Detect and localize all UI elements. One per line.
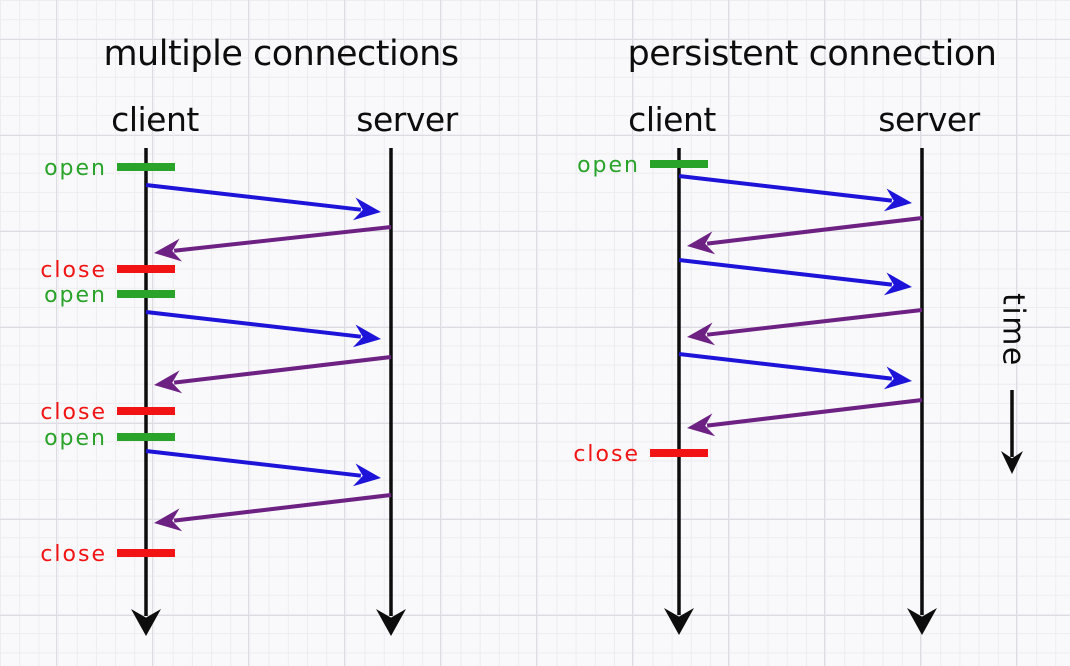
close-marker: [117, 407, 175, 415]
response-arrow-shaft: [706, 398, 923, 428]
server-lifeline-arrowhead: [376, 609, 406, 636]
client-lifeline-arrowhead: [131, 609, 161, 636]
response-arrow-head: [687, 322, 716, 346]
request-arrow-head: [352, 197, 381, 221]
close-label: close: [573, 442, 640, 467]
response-arrow-shaft: [173, 355, 392, 385]
response-arrow-head: [687, 413, 716, 437]
response-arrow-shaft: [706, 216, 923, 246]
request-arrow-head: [352, 324, 381, 348]
server-lifeline-arrowhead: [907, 608, 937, 635]
open-marker: [650, 160, 708, 168]
server-label: server: [356, 100, 458, 139]
panel-title: multiple connections: [103, 34, 458, 74]
close-label: close: [40, 258, 107, 283]
close-label: close: [40, 542, 107, 567]
time-axis-label: time: [996, 293, 1031, 367]
open-label: open: [44, 283, 107, 308]
response-arrow-shaft: [706, 308, 923, 337]
response-arrow-shaft: [173, 493, 392, 523]
open-label: open: [44, 156, 107, 181]
open-marker: [117, 433, 175, 441]
close-marker: [650, 449, 708, 457]
open-marker: [117, 163, 175, 171]
request-arrow-shaft: [678, 174, 893, 203]
request-arrow-head: [883, 188, 912, 212]
request-arrow-head: [352, 463, 381, 487]
open-marker: [117, 290, 175, 298]
request-arrow-shaft: [145, 183, 362, 212]
panel-title: persistent connection: [628, 34, 997, 74]
request-arrow-shaft: [145, 449, 362, 478]
response-arrow-shaft: [173, 225, 392, 253]
close-label: close: [40, 400, 107, 425]
open-label: open: [44, 426, 107, 451]
request-arrow-head: [883, 272, 912, 296]
request-arrow-shaft: [145, 310, 362, 339]
request-arrow-shaft: [678, 352, 893, 381]
response-arrow-head: [154, 238, 183, 262]
request-arrow-shaft: [678, 258, 893, 287]
client-label: client: [628, 100, 716, 139]
close-marker: [117, 265, 175, 273]
time-axis-arrowhead: [1001, 451, 1023, 474]
close-marker: [117, 549, 175, 557]
client-label: client: [111, 100, 199, 139]
client-lifeline-arrowhead: [664, 608, 694, 635]
open-label: open: [577, 153, 640, 178]
response-arrow-head: [154, 370, 183, 394]
response-arrow-head: [687, 231, 716, 255]
response-arrow-head: [154, 508, 183, 532]
server-label: server: [878, 100, 980, 139]
request-arrow-head: [883, 366, 912, 390]
